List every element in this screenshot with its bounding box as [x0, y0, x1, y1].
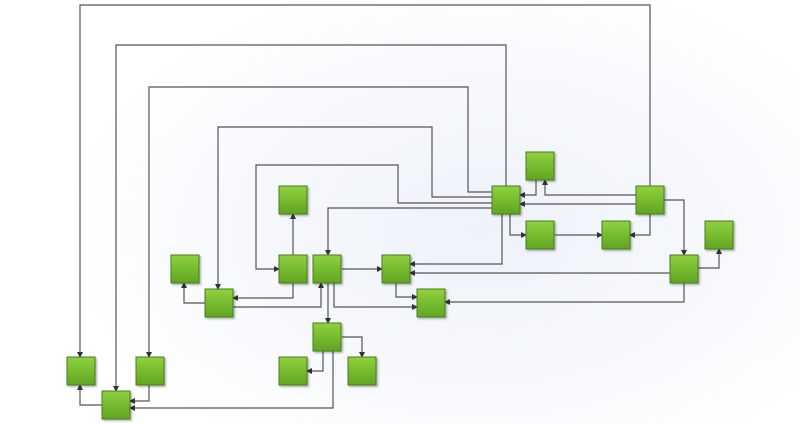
edge-N-H: [325, 207, 492, 256]
edge-R-Q: [629, 214, 651, 238]
node-O[interactable]: [525, 151, 555, 181]
edge-I-J: [395, 283, 418, 300]
edge-N-G: [255, 164, 492, 272]
edge-N-C: [146, 86, 492, 358]
node-T[interactable]: [704, 220, 734, 250]
node-Q[interactable]: [601, 220, 631, 250]
node-L[interactable]: [278, 356, 308, 386]
node-R[interactable]: [635, 185, 665, 215]
edges-layer: [77, 4, 722, 411]
edge-E-D: [181, 282, 205, 304]
node-I[interactable]: [381, 254, 411, 284]
edge-K-B: [129, 351, 334, 411]
edge-N-E: [215, 126, 492, 290]
edge-R-A: [77, 4, 651, 358]
node-A[interactable]: [66, 356, 96, 386]
edge-N-P: [509, 214, 527, 238]
edge-O-N: [519, 180, 537, 198]
node-E[interactable]: [204, 288, 234, 318]
node-D[interactable]: [170, 254, 200, 284]
edge-R-S: [664, 199, 687, 256]
edge-N-I: [409, 214, 503, 267]
edge-K-L: [306, 351, 324, 374]
edge-R-O: [542, 179, 636, 196]
edge-S-T: [698, 248, 722, 269]
edge-G-E: [232, 283, 294, 301]
edge-C-B: [129, 385, 150, 404]
edge-N-B: [113, 44, 507, 392]
edge-H-J: [333, 283, 418, 310]
edge-K-M: [342, 336, 365, 358]
node-N[interactable]: [491, 185, 521, 215]
node-M[interactable]: [347, 356, 377, 386]
nodes-layer: [66, 151, 734, 420]
node-G[interactable]: [278, 254, 308, 284]
node-P[interactable]: [525, 220, 555, 250]
edge-B-A: [77, 384, 102, 406]
node-B[interactable]: [101, 390, 131, 420]
node-C[interactable]: [135, 356, 165, 386]
node-K[interactable]: [312, 322, 342, 352]
node-S[interactable]: [669, 254, 699, 284]
node-F[interactable]: [278, 185, 308, 215]
node-H[interactable]: [312, 254, 342, 284]
edge-S-J: [444, 283, 685, 305]
edge-E-H: [233, 282, 324, 308]
node-J[interactable]: [416, 288, 446, 318]
